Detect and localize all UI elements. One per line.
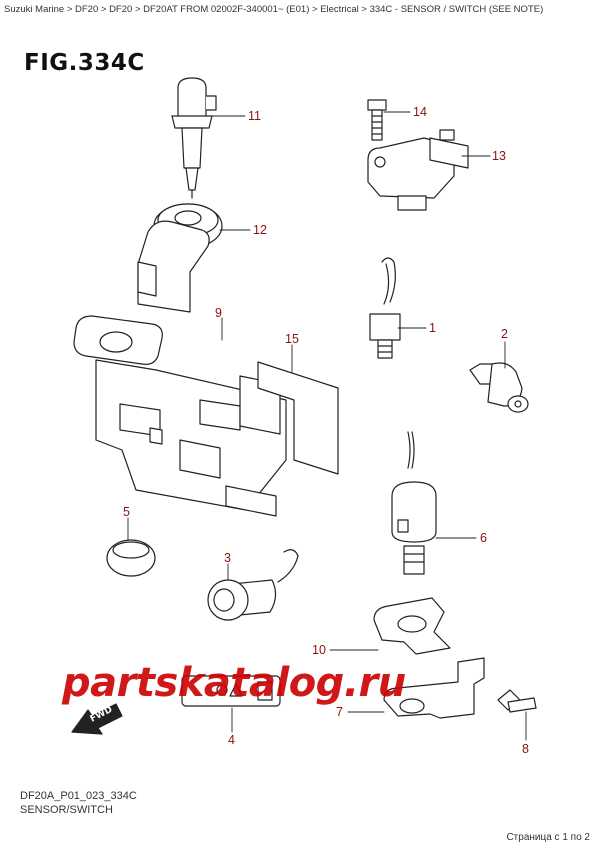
callout-8: 8: [522, 742, 529, 756]
part-3-switch: [207, 549, 299, 621]
callout-7: 7: [336, 705, 343, 719]
part-8-bolt: [497, 689, 537, 713]
part-9-bracket: [73, 220, 287, 517]
callout-1: 1: [429, 321, 436, 335]
part-11-sensor: [171, 77, 217, 199]
footer-code: DF20A_P01_023_334C: [20, 790, 137, 802]
callout-12: 12: [253, 223, 267, 237]
callout-6: 6: [480, 531, 487, 545]
part-10-plate: [373, 597, 451, 655]
fwd-arrow-icon: FWD: [71, 703, 123, 735]
part-4-label: [181, 675, 281, 707]
callout-3: 3: [224, 551, 231, 565]
callout-5: 5: [123, 505, 130, 519]
callout-10: 10: [312, 643, 326, 657]
part-5-cap: [106, 539, 156, 577]
leader-lines: [127, 111, 527, 741]
part-6-sensor: [391, 431, 437, 575]
callout-11: 11: [248, 109, 261, 123]
callout-4: 4: [228, 733, 235, 747]
part-7-bracket: [383, 657, 485, 719]
part-14-bolt: [367, 99, 387, 141]
callout-9: 9: [215, 306, 222, 320]
pager: Страница с 1 по 2: [506, 832, 590, 843]
callout-13: 13: [492, 149, 506, 163]
part-13-map-sensor: [367, 129, 469, 211]
footer-caption: SENSOR/SWITCH: [20, 804, 113, 816]
callout-2: 2: [501, 327, 508, 341]
watermark: partskatalog.ru: [62, 660, 406, 706]
figure-title: FIG.334C: [24, 50, 145, 76]
callout-14: 14: [413, 105, 427, 119]
part-2-oil-switch: [469, 362, 529, 413]
part-15-plate: [257, 361, 339, 475]
part-1-temp-sensor: [369, 257, 401, 359]
breadcrumb: Suzuki Marine > DF20 > DF20 > DF20AT FRO…: [4, 4, 544, 15]
callout-15: 15: [285, 332, 299, 346]
